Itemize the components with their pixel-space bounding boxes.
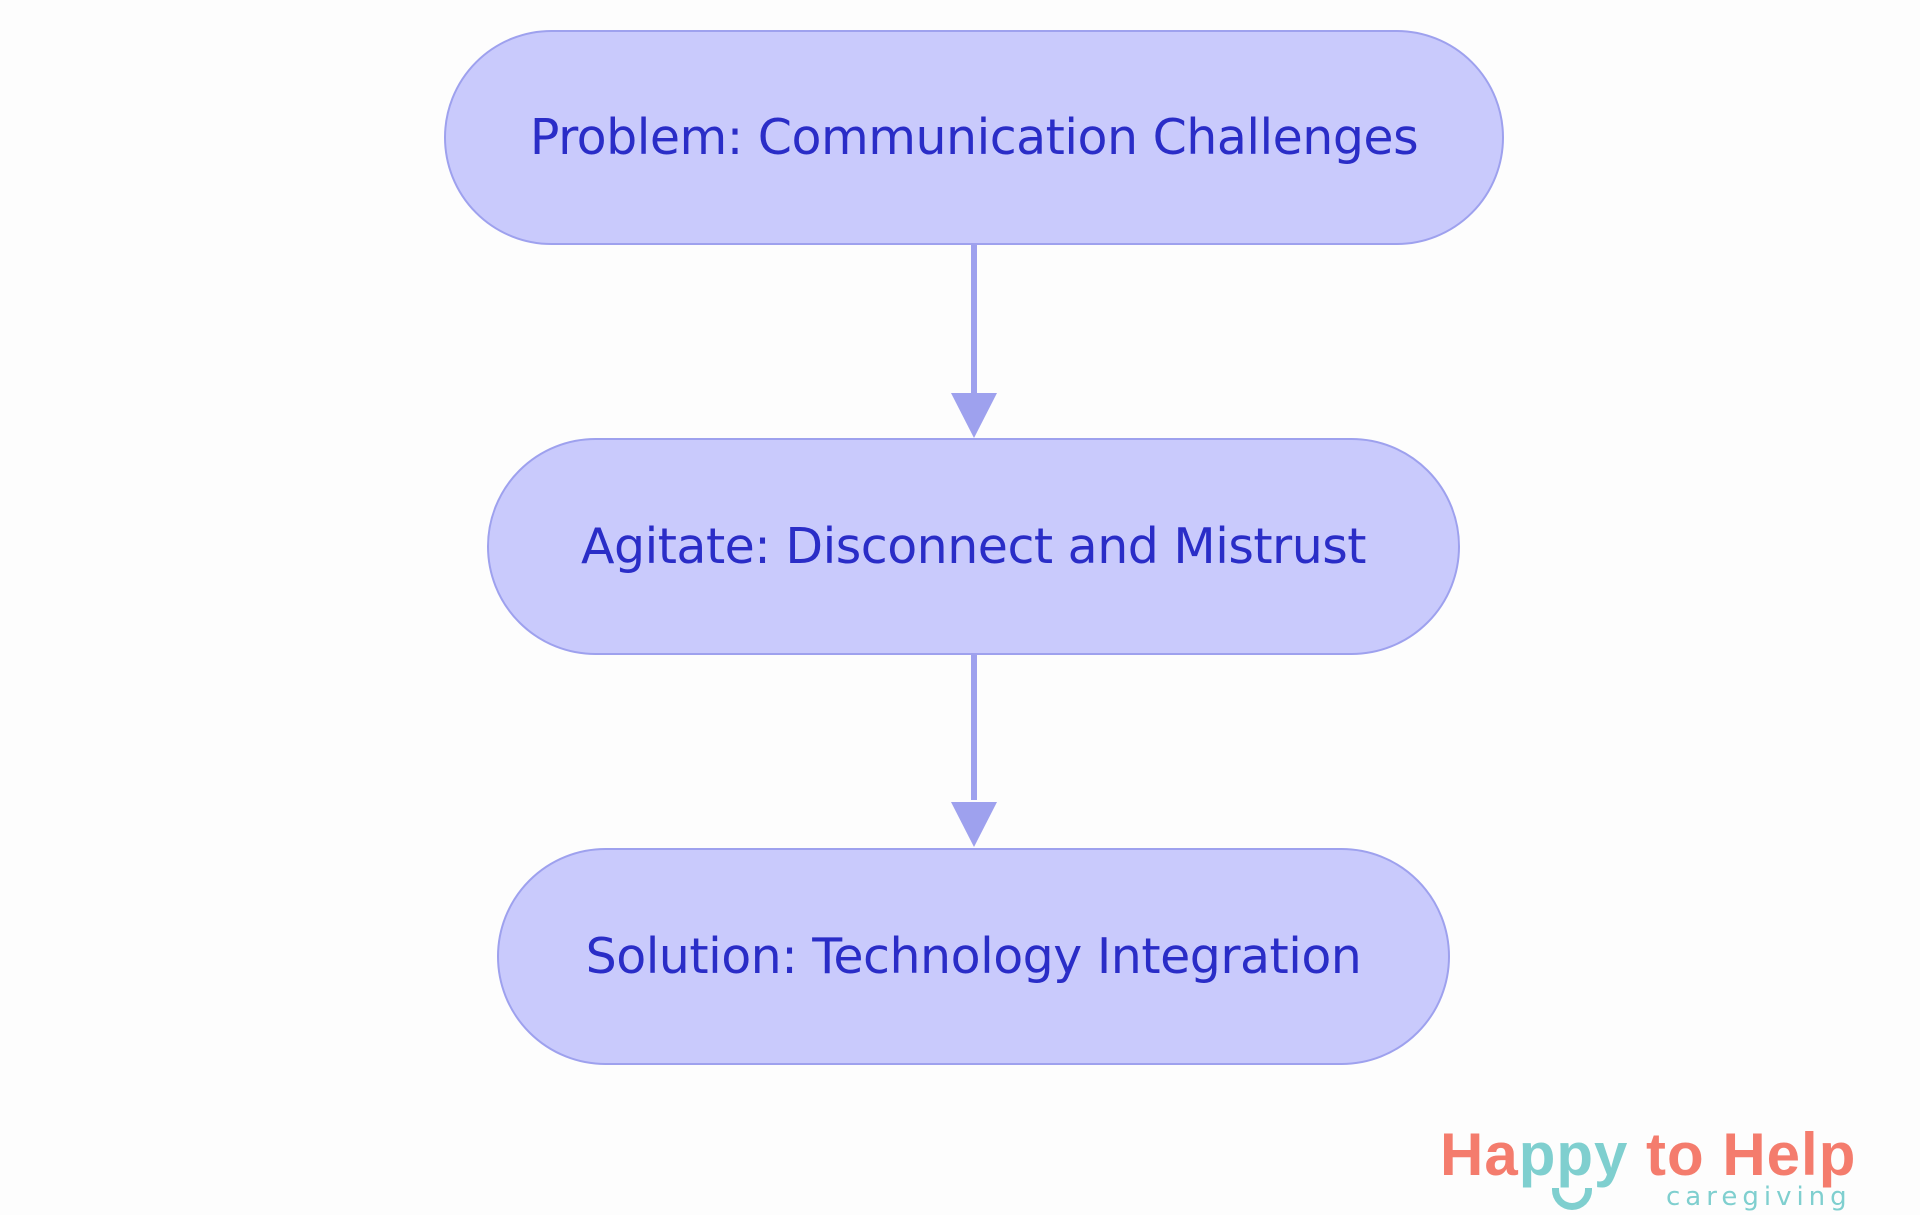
logo-wordmark: Happy to Help — [1440, 1120, 1856, 1189]
node-agitate: Agitate: Disconnect and Mistrust — [487, 438, 1460, 655]
edge-agitate-to-solution — [951, 640, 997, 847]
edge-problem-to-agitate — [951, 243, 997, 438]
node-problem: Problem: Communication Challenges — [444, 30, 1504, 245]
logo-text-ppy: ppy — [1518, 1121, 1629, 1188]
logo-subtitle: caregiving — [1666, 1182, 1852, 1212]
node-solution: Solution: Technology Integration — [497, 848, 1450, 1065]
logo-text-ha: Ha — [1440, 1121, 1519, 1188]
node-label: Problem: Communication Challenges — [529, 109, 1419, 166]
brand-logo: Happy to Help caregiving — [1440, 1120, 1900, 1212]
logo-text-to-help: to Help — [1628, 1121, 1857, 1188]
arrowhead-icon — [951, 802, 997, 847]
node-label: Solution: Technology Integration — [585, 928, 1362, 985]
arrowhead-icon — [951, 393, 997, 438]
smile-icon — [1552, 1188, 1592, 1210]
node-label: Agitate: Disconnect and Mistrust — [580, 518, 1367, 575]
